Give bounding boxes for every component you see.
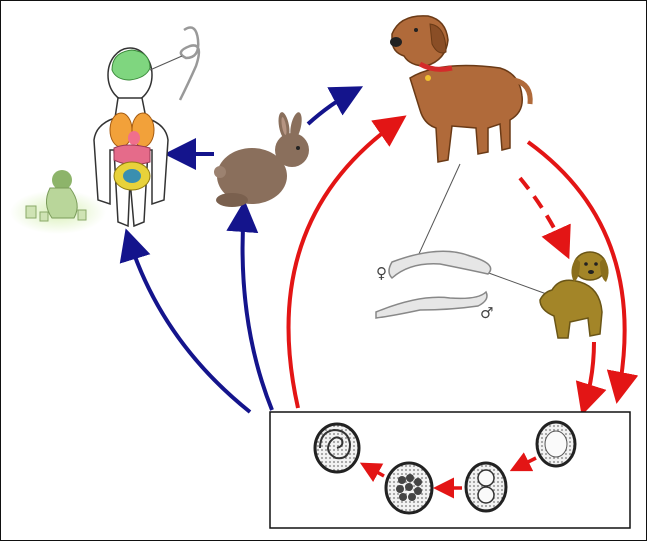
- male-symbol: ♂: [480, 304, 493, 322]
- puppy-icon: [540, 252, 609, 338]
- egg-icon: [537, 422, 575, 466]
- rabbit-icon: [214, 111, 309, 207]
- child-playing-icon: [10, 170, 106, 234]
- human-anatomy-icon: [94, 28, 199, 226]
- dog-icon: [390, 16, 530, 162]
- egg-icon: [315, 424, 359, 472]
- arrow-puppy-to-eggs: [584, 342, 594, 408]
- egg-icon: [386, 463, 432, 513]
- arrow-eggs-to-rabbit: [243, 208, 272, 410]
- female-symbol: ♀: [376, 264, 387, 282]
- egg-stages-panel: [270, 412, 630, 528]
- arrow-rabbit-to-dog: [308, 90, 356, 124]
- arrow-eggs-to-human: [128, 236, 250, 412]
- egg-icon: [466, 463, 506, 511]
- arrow-dog-to-puppy: [520, 178, 566, 252]
